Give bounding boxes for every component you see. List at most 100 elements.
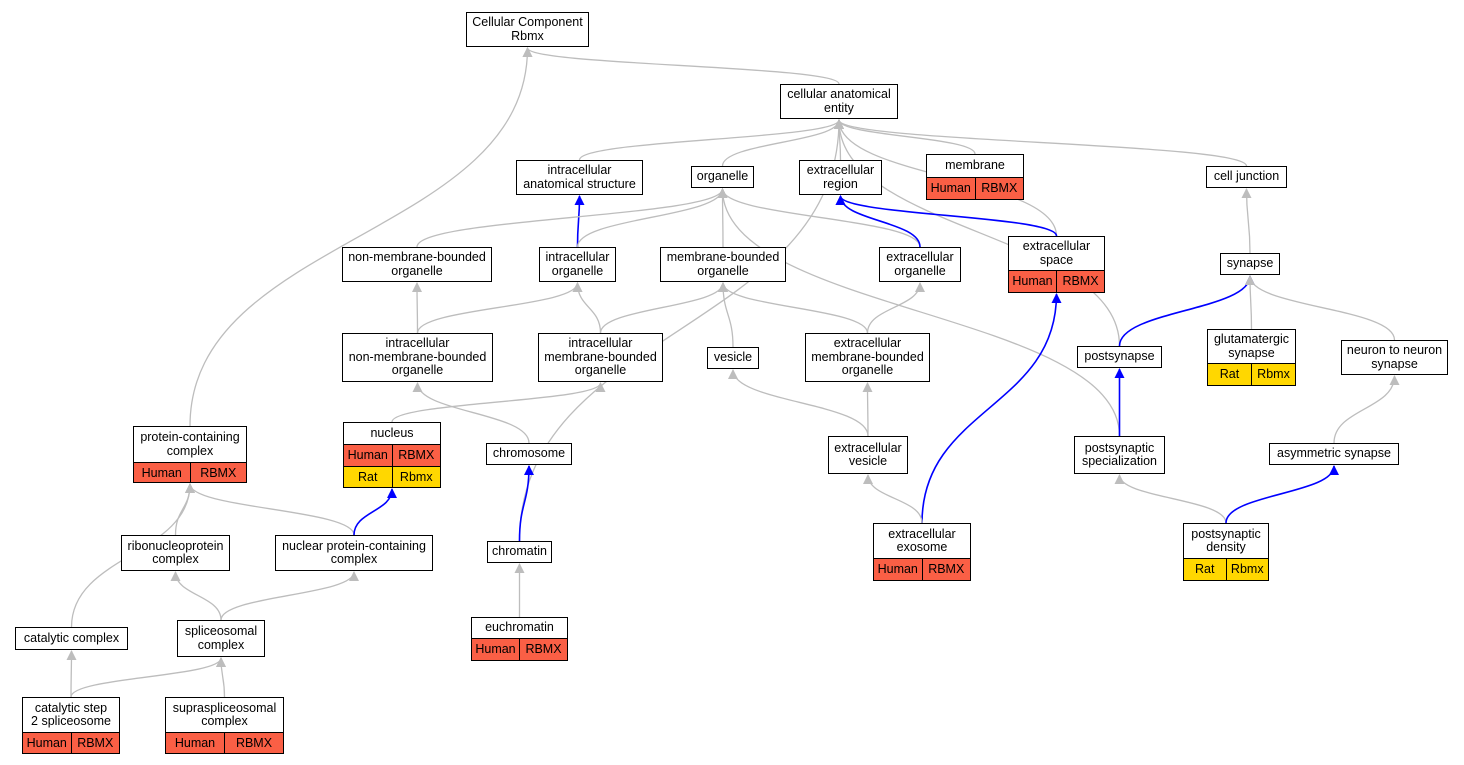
node-cellular-component-rbmx[interactable]: Cellular Component Rbmx [466, 12, 589, 47]
node-label: membrane-bounded organelle [666, 250, 780, 278]
node-cellular-anatomical-entity[interactable]: cellular anatomical entity [780, 84, 898, 119]
edge-io-to-ias [574, 195, 585, 248]
node-nuclear-protein-containing-complex[interactable]: nuclear protein-containing complex [275, 535, 433, 571]
edge-glu-to-syn [1245, 275, 1256, 330]
node-postsynaptic-specialization[interactable]: postsynaptic specialization [1074, 436, 1165, 474]
node-cell-junction[interactable]: cell junction [1206, 166, 1287, 188]
node-label: ribonucleoprotein complex [127, 538, 224, 566]
node-label: postsynaptic specialization [1081, 440, 1158, 468]
node-label: extracellular space [1022, 239, 1091, 267]
node-postsynapse[interactable]: postsynapse [1077, 346, 1162, 368]
node-label: cell junction [1213, 169, 1280, 184]
edge-pcc-to-root [189, 47, 533, 427]
node-extracellular-vesicle[interactable]: extracellular vesicle [828, 436, 908, 474]
node-label: protein-containing complex [140, 430, 240, 458]
node-label: extracellular region [806, 163, 875, 191]
species-tag-human: Human [874, 559, 922, 580]
edge-psd-to-pss [1114, 474, 1227, 524]
node-asymmetric-synapse[interactable]: asymmetric synapse [1269, 443, 1399, 465]
node-non-membrane-bounded-organelle[interactable]: non-membrane-bounded organelle [342, 247, 492, 282]
edge-eco-to-org [717, 188, 921, 248]
edge-io-to-org [576, 188, 728, 248]
node-vesicle[interactable]: vesicle [707, 347, 759, 369]
node-label: nuclear protein-containing complex [282, 538, 426, 566]
node-chromosome[interactable]: chromosome [486, 443, 572, 465]
species-tag-rat: Rat [1184, 559, 1226, 580]
node-extracellular-membrane-bounded-organelle[interactable]: extracellular membrane-bounded organelle [805, 333, 930, 382]
edge-exo-to-ecv [863, 474, 923, 524]
node-intracellular-anatomical-structure[interactable]: intracellular anatomical structure [516, 160, 643, 195]
edge-asyn-to-n2n [1333, 375, 1400, 444]
edge-npcc-to-nuc [353, 488, 397, 536]
node-organelle[interactable]: organelle [691, 166, 754, 188]
node-label: synapse [1226, 256, 1274, 271]
edge-ecv-to-ecmbo [862, 382, 873, 437]
node-label: intracellular non-membrane-bounded organ… [348, 336, 487, 378]
node-label: asymmetric synapse [1277, 446, 1391, 461]
node-ribonucleoprotein-complex[interactable]: ribonucleoprotein complex [121, 535, 230, 571]
node-chromatin[interactable]: chromatin [487, 541, 552, 563]
edge-chrom-to-inmbo [412, 382, 530, 444]
edge-psd-to-asyn [1225, 465, 1339, 524]
node-intracellular-membrane-bounded-organelle[interactable]: intracellular membrane-bounded organelle [538, 333, 663, 382]
edge-cs2-to-cc [66, 650, 77, 698]
node-label: Cellular Component Rbmx [472, 15, 583, 43]
gene-tag-rbmx: Rbmx [1225, 559, 1268, 580]
node-label: intracellular anatomical structure [523, 163, 636, 191]
gene-tag-rbmx: RBMX [974, 178, 1023, 199]
species-tag-human: Human [927, 178, 975, 199]
node-label: neuron to neuron synapse [1346, 343, 1443, 371]
node-label: extracellular organelle [886, 250, 954, 278]
node-spliceosomal-complex[interactable]: spliceosomal complex [177, 620, 265, 657]
node-label: spliceosomal complex [184, 624, 258, 652]
edge-spc-to-rnp [170, 571, 222, 621]
gene-tag-rbmx: Rbmx [1251, 364, 1295, 385]
edge-sspc-to-spc [216, 657, 227, 698]
edge-syn-to-cj [1241, 188, 1252, 254]
edge-chrt-to-chrom [518, 465, 534, 542]
gene-tag-rbmx: Rbmx [391, 467, 440, 487]
edge-psyn-to-syn [1118, 275, 1255, 347]
gene-tag-rbmx: RBMX [189, 463, 246, 482]
gene-tag-rbmx: RBMX [921, 559, 970, 580]
species-tag-human: Human [344, 445, 392, 466]
gene-tag-rbmx: RBMX [391, 445, 440, 466]
node-label: chromosome [492, 446, 566, 461]
node-label: glutamatergic synapse [1213, 332, 1290, 360]
node-label: catalytic step 2 spliceosome [31, 700, 111, 728]
node-label: organelle [696, 169, 749, 184]
node-membrane-bounded-organelle[interactable]: membrane-bounded organelle [660, 247, 786, 282]
edge-spc-to-npcc [220, 571, 359, 621]
edge-cj-to-cae [834, 119, 1248, 167]
node-label: extracellular membrane-bounded organelle [811, 336, 924, 378]
species-tag-human: Human [23, 733, 71, 753]
node-intracellular-non-membrane-bounded-organelle[interactable]: intracellular non-membrane-bounded organ… [342, 333, 493, 382]
node-synapse[interactable]: synapse [1220, 253, 1280, 275]
node-label: non-membrane-bounded organelle [348, 250, 486, 278]
edge-mem-to-cae [834, 119, 976, 155]
node-extracellular-region[interactable]: extracellular region [799, 160, 882, 195]
species-tag-human: Human [472, 639, 519, 660]
node-intracellular-organelle[interactable]: intracellular organelle [539, 247, 616, 282]
edge-imbo-to-mbo [599, 282, 728, 334]
node-neuron-to-neuron-synapse[interactable]: neuron to neuron synapse [1341, 340, 1448, 375]
edge-ecv-to-ves [728, 369, 869, 437]
node-label: catalytic complex [23, 630, 120, 645]
node-extracellular-organelle[interactable]: extracellular organelle [879, 247, 961, 282]
species-tag-human: Human [134, 463, 190, 482]
node-label: intracellular organelle [545, 250, 610, 278]
edge-n2n-to-syn [1245, 275, 1396, 341]
node-catalytic-complex[interactable]: catalytic complex [15, 627, 128, 650]
